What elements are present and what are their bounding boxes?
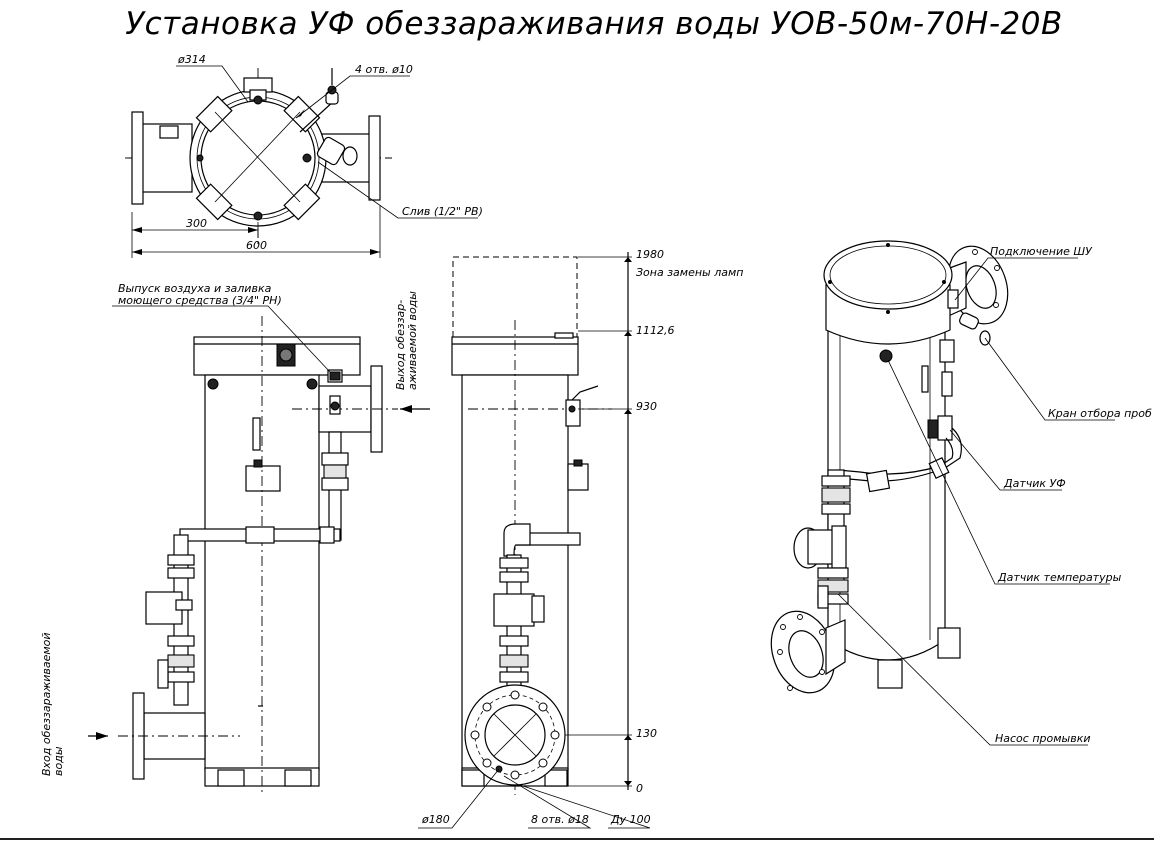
level-1980: 1980: [636, 248, 664, 261]
label-air-release-line2: моющего средства (3/4" РН): [118, 294, 282, 307]
label-control-connection: Подключение ШУ: [990, 245, 1093, 258]
label-flange-holes: 8 отв. ø18: [531, 813, 589, 826]
label-outlet-line2: аживаемой воды: [406, 291, 419, 390]
iso-view: Подключение ШУ Кран отбора проб Датчик У…: [770, 240, 1152, 746]
label-inlet-line2: воды: [52, 746, 65, 776]
label-air-release-line1: Выпуск воздуха и заливка: [118, 282, 272, 295]
drawing-title: Установка УФ обеззараживания воды УОВ-50…: [125, 6, 1062, 42]
level-0: 0: [636, 782, 643, 795]
label-flush-pump: Насос промывки: [995, 732, 1091, 745]
label-temp-sensor: Датчик температуры: [997, 571, 1122, 584]
dim-600: 600: [246, 239, 267, 252]
label-top-diameter: ø314: [177, 53, 206, 66]
label-flange-pcd: ø180: [421, 813, 450, 826]
label-drain: Слив (1/2" РВ): [402, 205, 483, 218]
label-outlet-line1: Выход обеззар-: [394, 300, 407, 390]
front-view: Выпуск воздуха и заливка моющего средств…: [40, 282, 430, 795]
dim-300: 300: [186, 217, 207, 230]
label-sample-valve: Кран отбора проб: [1048, 407, 1152, 420]
level-1112: 1112,6: [636, 324, 675, 337]
label-flange-dn: Ду 100: [610, 813, 651, 826]
level-130: 130: [636, 727, 657, 740]
level-930: 930: [636, 400, 657, 413]
label-top-holes: 4 отв. ø10: [355, 63, 413, 76]
side-view: 1980 Зона замены ламп 1112,6 930 130 0 ø…: [418, 248, 744, 829]
label-uv-sensor: Датчик УФ: [1003, 477, 1066, 490]
label-lamp-zone: Зона замены ламп: [636, 266, 744, 279]
top-view: ø314 4 отв. ø10 Слив (1/2" РВ) 300 600: [125, 53, 483, 258]
label-inlet-line1: Вход обеззараживаемой: [40, 632, 53, 776]
